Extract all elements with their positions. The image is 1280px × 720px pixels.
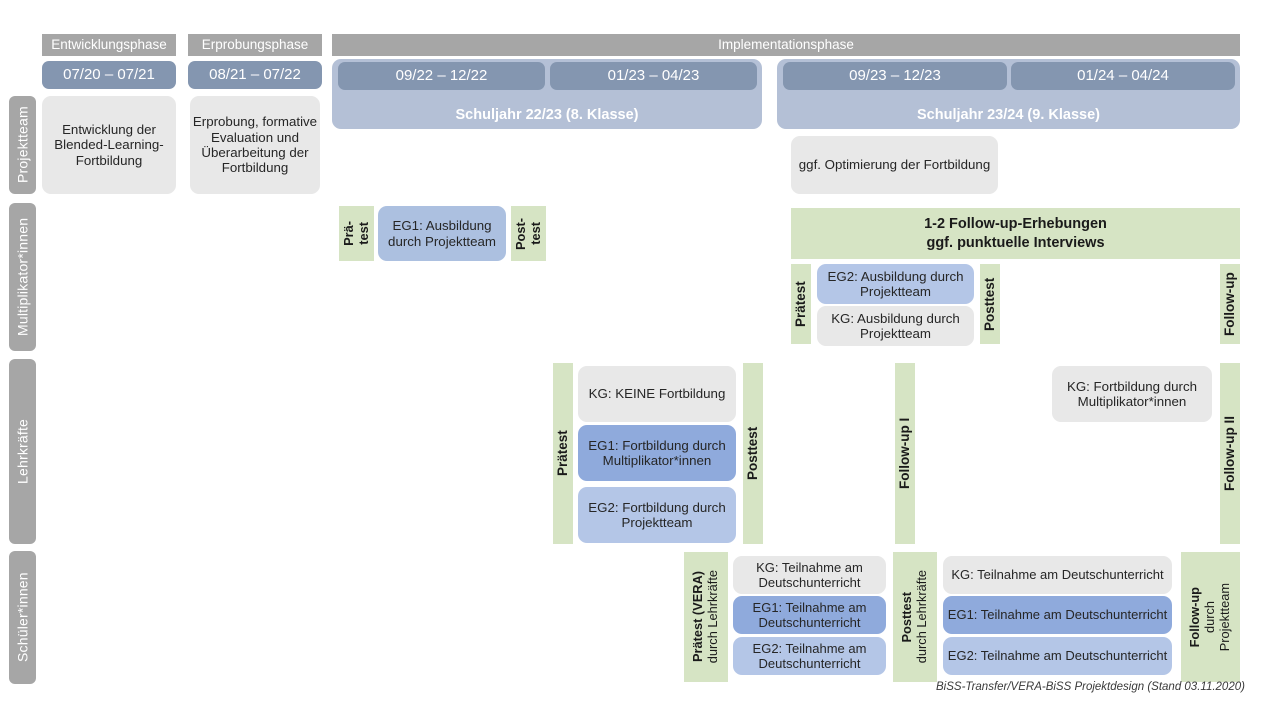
- test-line: Posttest: [899, 591, 915, 643]
- schueler-box-kg-left: KG: Teilnahme am Deutschunterricht: [733, 556, 886, 594]
- box-text: EG1: Ausbildung durch Projektteam: [388, 218, 496, 249]
- lehrkraefte-followup-1-bar: Follow-up I: [895, 363, 915, 544]
- box-text: KG: Ausbildung durch Projektteam: [831, 310, 960, 341]
- footer-caption: BiSS-Transfer/VERA-BiSS Projektdesign (S…: [936, 681, 1245, 693]
- row-label-projektteam: Projektteam: [9, 96, 36, 194]
- lehrkraefte-followup-2-bar: Follow-up II: [1220, 363, 1240, 544]
- multiplikatoren-posttest-bar: Post- test: [511, 206, 546, 261]
- test-line: test: [355, 222, 371, 245]
- test-label: Posttest: [745, 426, 761, 481]
- multiplikatoren-praetest-bar: Prä- test: [339, 206, 374, 261]
- period-pill-0123-0423: 01/23 – 04/23: [550, 62, 757, 90]
- projektteam-box-erprobung: Erprobung, formative Evaluation und Über…: [190, 96, 320, 194]
- banner-line-1: 1-2 Follow-up-Erhebungen: [924, 215, 1107, 232]
- box-text: EG2: Teilnahme am Deutschunterricht: [947, 648, 1168, 664]
- phase-strip-entwicklungsphase: Entwicklungsphase: [42, 34, 176, 56]
- multiplikatoren-box-eg2: EG2: Ausbildung durch Projektteam: [817, 264, 974, 304]
- box-text: Entwicklung der Blended-Learning-Fortbil…: [54, 121, 164, 168]
- test-label: Follow-up: [1222, 272, 1238, 336]
- footer-text: BiSS-Transfer/VERA-BiSS Projektdesign (S…: [936, 681, 1245, 693]
- box-text: KG: Teilnahme am Deutschunterricht: [951, 567, 1164, 583]
- period-pill-0720-0721: 07/20 – 07/21: [42, 61, 176, 89]
- period-pill-0923-1223: 09/23 – 12/23: [783, 62, 1007, 90]
- box-text: EG1: Teilnahme am Deutschunterricht: [752, 599, 867, 630]
- box-text: KG: Teilnahme am Deutschunterricht: [756, 559, 863, 590]
- multiplikatoren-box-kg: KG: Ausbildung durch Projektteam: [817, 306, 974, 346]
- lehrkraefte-box-eg2: EG2: Fortbildung durch Projektteam: [578, 487, 736, 543]
- lehrkraefte-posttest-bar: Posttest: [743, 363, 763, 544]
- test-label: Prätest: [793, 281, 809, 327]
- period-pill-0821-0722: 08/21 – 07/22: [188, 61, 322, 89]
- test-line: durch: [1202, 600, 1218, 633]
- phase-label: Erprobungsphase: [201, 37, 309, 53]
- schoolyear-label-2324: Schuljahr 23/24 (9. Klasse): [917, 107, 1100, 123]
- box-text: KG: Fortbildung durch Multiplikator*inne…: [1066, 378, 1198, 409]
- box-text: Erprobung, formative Evaluation und Über…: [192, 114, 318, 176]
- schueler-box-kg-right: KG: Teilnahme am Deutschunterricht: [943, 556, 1172, 594]
- box-text: KG: KEINE Fortbildung: [588, 386, 726, 402]
- phase-label: Implementationsphase: [718, 37, 854, 53]
- row-label-text: Projektteam: [14, 106, 31, 184]
- row-label-text: Schüler*innen: [14, 572, 31, 663]
- schoolyear-label-2223: Schuljahr 22/23 (8. Klasse): [455, 107, 639, 123]
- schoolyear-block-2223: 09/22 – 12/22 01/23 – 04/23 Schuljahr 22…: [332, 59, 762, 129]
- phase-strip-erprobungsphase: Erprobungsphase: [188, 34, 322, 56]
- test-line: Prätest (VERA): [690, 571, 706, 663]
- row-label-text: Multiplikator*innen: [14, 217, 31, 337]
- test-label: Follow-up I: [897, 417, 913, 490]
- lehrkraefte-box-eg1: EG1: Fortbildung durch Multiplikator*inn…: [578, 425, 736, 481]
- period-label: 01/24 – 04/24: [1077, 67, 1169, 85]
- multiplikatoren-box-eg1: EG1: Ausbildung durch Projektteam: [378, 206, 506, 261]
- phase-label: Entwicklungsphase: [51, 37, 167, 53]
- row-label-lehrkraefte: Lehrkräfte: [9, 359, 36, 544]
- phase-strip-implementationsphase: Implementationsphase: [332, 34, 1240, 56]
- period-label: 09/23 – 12/23: [849, 67, 941, 85]
- schueler-praetest-vera-bar: Prätest (VERA) durch Lehrkräfte: [684, 552, 728, 682]
- box-text: EG2: Ausbildung durch Projektteam: [827, 268, 964, 299]
- test-line: Follow-up: [1187, 586, 1203, 648]
- lehrkraefte-praetest-bar: Prätest: [553, 363, 573, 544]
- row-label-multiplikatorinnen: Multiplikator*innen: [9, 203, 36, 351]
- test-label: Prätest: [555, 430, 571, 477]
- schueler-box-eg2-left: EG2: Teilnahme am Deutschunterricht: [733, 637, 886, 675]
- test-line: durch Lehrkräfte: [914, 570, 929, 664]
- schueler-box-eg1-left: EG1: Teilnahme am Deutschunterricht: [733, 596, 886, 634]
- test-label: Posttest: [982, 277, 998, 331]
- box-text: ggf. Optimierung der Fortbildung: [798, 157, 991, 173]
- test-line: durch Lehrkräfte: [705, 570, 720, 664]
- box-text: EG1: Fortbildung durch Multiplikator*inn…: [588, 437, 726, 468]
- schueler-box-eg1-right: EG1: Teilnahme am Deutschunterricht: [943, 596, 1172, 634]
- lehrkraefte-box-kg-fortbildung: KG: Fortbildung durch Multiplikator*inne…: [1052, 366, 1212, 422]
- period-pill-0124-0424: 01/24 – 04/24: [1011, 62, 1235, 90]
- multiplikatoren-posttest-bar-2: Posttest: [980, 264, 1000, 344]
- period-label: 08/21 – 07/22: [209, 66, 301, 84]
- period-pill-0922-1222: 09/22 – 12/22: [338, 62, 545, 90]
- period-label: 09/22 – 12/22: [395, 67, 488, 85]
- test-line: Post-: [512, 217, 528, 250]
- banner-line-2: ggf. punktuelle Interviews: [926, 234, 1105, 251]
- test-line: test: [527, 222, 543, 245]
- schueler-box-eg2-right: EG2: Teilnahme am Deutschunterricht: [943, 637, 1172, 675]
- row-label-schuelerinnen: Schüler*innen: [9, 551, 36, 684]
- schoolyear-block-2324: 09/23 – 12/23 01/24 – 04/24 Schuljahr 23…: [777, 59, 1240, 129]
- box-text: EG2: Teilnahme am Deutschunterricht: [752, 640, 867, 671]
- period-label: 07/20 – 07/21: [63, 66, 155, 84]
- test-label: Follow-up II: [1222, 416, 1238, 491]
- lehrkraefte-box-kg: KG: KEINE Fortbildung: [578, 366, 736, 422]
- multiplikatoren-followup-banner: 1-2 Follow-up-Erhebungen ggf. punktuelle…: [791, 208, 1240, 259]
- schueler-followup-bar: Follow-up durch Projektteam: [1181, 552, 1240, 682]
- projektteam-box-optimierung: ggf. Optimierung der Fortbildung: [791, 136, 998, 194]
- multiplikatoren-followup-bar: Follow-up: [1220, 264, 1240, 344]
- row-label-text: Lehrkräfte: [14, 418, 31, 485]
- schueler-posttest-bar: Posttest durch Lehrkräfte: [893, 552, 937, 682]
- box-text: EG1: Teilnahme am Deutschunterricht: [947, 607, 1168, 623]
- multiplikatoren-praetest-bar-2: Prätest: [791, 264, 811, 344]
- test-line: Projektteam: [1216, 582, 1232, 652]
- projektteam-box-entwicklung: Entwicklung der Blended-Learning-Fortbil…: [42, 96, 176, 194]
- box-text: EG2: Fortbildung durch Projektteam: [588, 499, 726, 530]
- test-line: Prä-: [340, 221, 356, 246]
- period-label: 01/23 – 04/23: [607, 67, 700, 85]
